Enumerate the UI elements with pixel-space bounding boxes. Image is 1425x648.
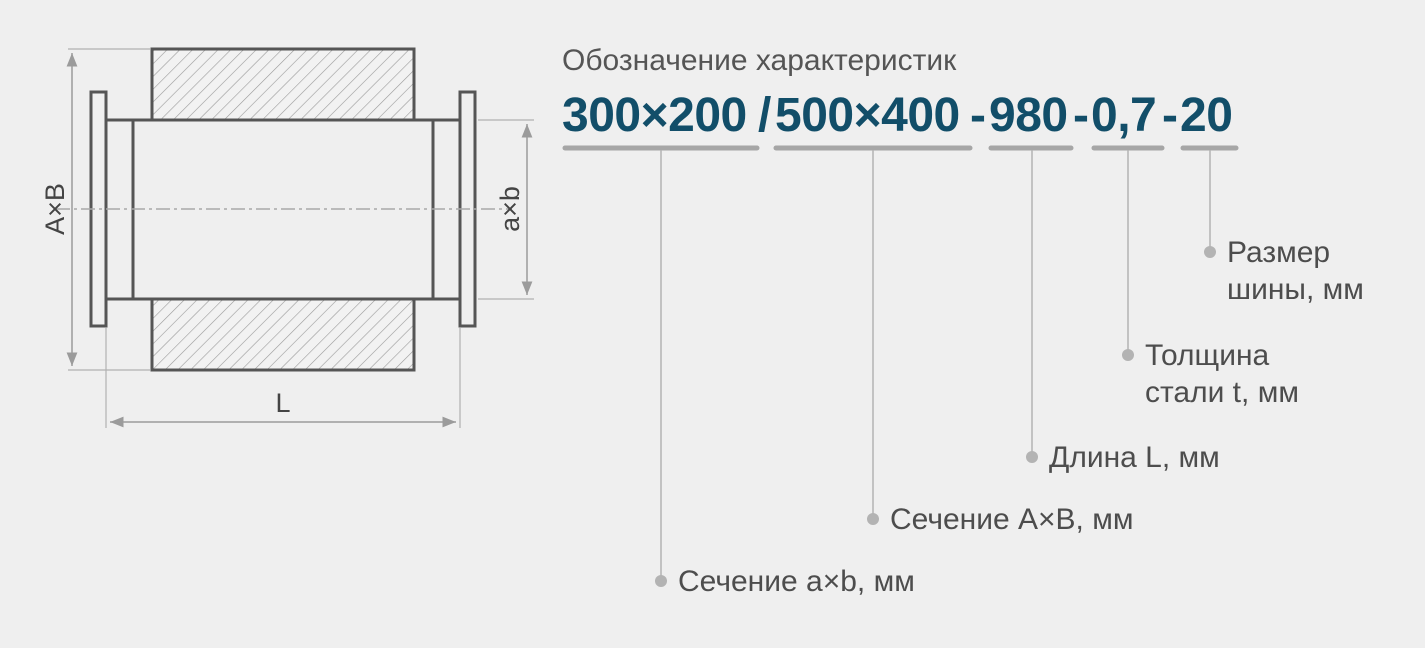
code-thickness: 0,7 bbox=[1091, 89, 1157, 142]
code-outer-section: 500×400 bbox=[775, 89, 960, 142]
dim-label-outer: A×B bbox=[40, 183, 70, 235]
callout-bus-size-line1: Размер bbox=[1227, 236, 1331, 269]
insulation-bottom bbox=[150, 297, 416, 372]
code-slash: / bbox=[758, 89, 771, 142]
callout-bus-size-line2: шины, мм bbox=[1227, 273, 1364, 306]
dim-label-inner: a×b bbox=[495, 186, 525, 232]
callout-thickness-line2: стали t, мм bbox=[1145, 376, 1299, 409]
code-length: 980 bbox=[989, 89, 1068, 142]
callout-outer-section: Сечение A×B, мм bbox=[890, 501, 1133, 538]
insulation-top bbox=[150, 47, 416, 122]
code-dash-3: - bbox=[1162, 89, 1178, 142]
callout-length-line1: Длина L, мм bbox=[1049, 441, 1220, 474]
callout-bus-size: Размер шины, мм bbox=[1227, 234, 1364, 308]
code-bus-size: 20 bbox=[1180, 89, 1233, 142]
callout-dot-outer-section bbox=[867, 513, 879, 525]
code-dash-1: - bbox=[970, 89, 986, 142]
callout-thickness-line1: Толщина bbox=[1145, 339, 1270, 372]
technical-drawing: A×B a×b L bbox=[40, 47, 534, 428]
callout-dot-inner-section bbox=[655, 575, 667, 587]
callout-inner-section: Сечение a×b, мм bbox=[678, 563, 915, 600]
callout-dot-length bbox=[1026, 451, 1038, 463]
code-dash-2: - bbox=[1073, 89, 1089, 142]
code-inner-section: 300×200 bbox=[562, 89, 747, 142]
dim-label-length: L bbox=[275, 388, 290, 418]
callout-outer-section-line1: Сечение A×B, мм bbox=[890, 503, 1134, 536]
designation-heading: Обозначение характеристик bbox=[562, 44, 957, 77]
callout-length: Длина L, мм bbox=[1049, 439, 1220, 476]
callout-dot-bus-size bbox=[1204, 246, 1216, 258]
callout-inner-section-line1: Сечение a×b, мм bbox=[678, 565, 915, 598]
callout-thickness: Толщина стали t, мм bbox=[1145, 337, 1299, 411]
callout-dot-thickness bbox=[1122, 349, 1134, 361]
